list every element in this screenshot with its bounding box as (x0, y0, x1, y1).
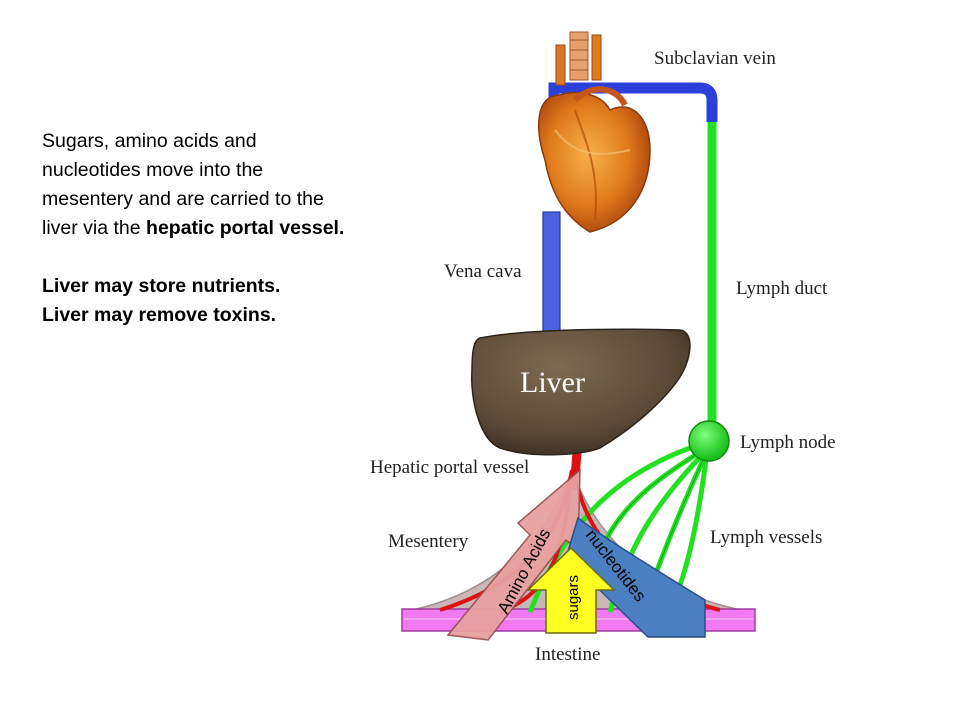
lymph-node (688, 420, 730, 462)
neck-vessels (555, 31, 602, 86)
sugars-label: sugars (565, 575, 582, 620)
heart (538, 86, 651, 233)
subclavian-vein-label: Subclavian vein (654, 48, 776, 69)
liver-store-line: Liver may store nutrients. (42, 275, 281, 297)
liver-remove-line: Liver may remove toxins. (42, 304, 277, 326)
sugars-arrow: sugars (526, 546, 616, 634)
vena-cava (542, 211, 561, 335)
description-text-plain: Sugars, amino acids and nucleotides move… (42, 130, 324, 239)
subclavian-vein (548, 82, 718, 122)
description-text-bold: hepatic portal vessel. (146, 217, 345, 239)
vena-cava-label: Vena cava (444, 261, 522, 282)
hepatic-portal-vessel-label: Hepatic portal vessel (370, 457, 529, 478)
lymph-duct-label: Lymph duct (736, 278, 828, 299)
description-text: Sugars, amino acids and nucleotides move… (42, 127, 352, 330)
lymph-vessels-label: Lymph vessels (710, 527, 822, 548)
intestine-label: Intestine (535, 644, 600, 665)
liver-label: Liver (520, 366, 585, 399)
liver: Liver (471, 328, 691, 456)
mesentery-label: Mesentery (388, 531, 469, 552)
description-paragraph: Sugars, amino acids and nucleotides move… (42, 127, 352, 243)
lymph-node-label: Lymph node (740, 432, 836, 453)
